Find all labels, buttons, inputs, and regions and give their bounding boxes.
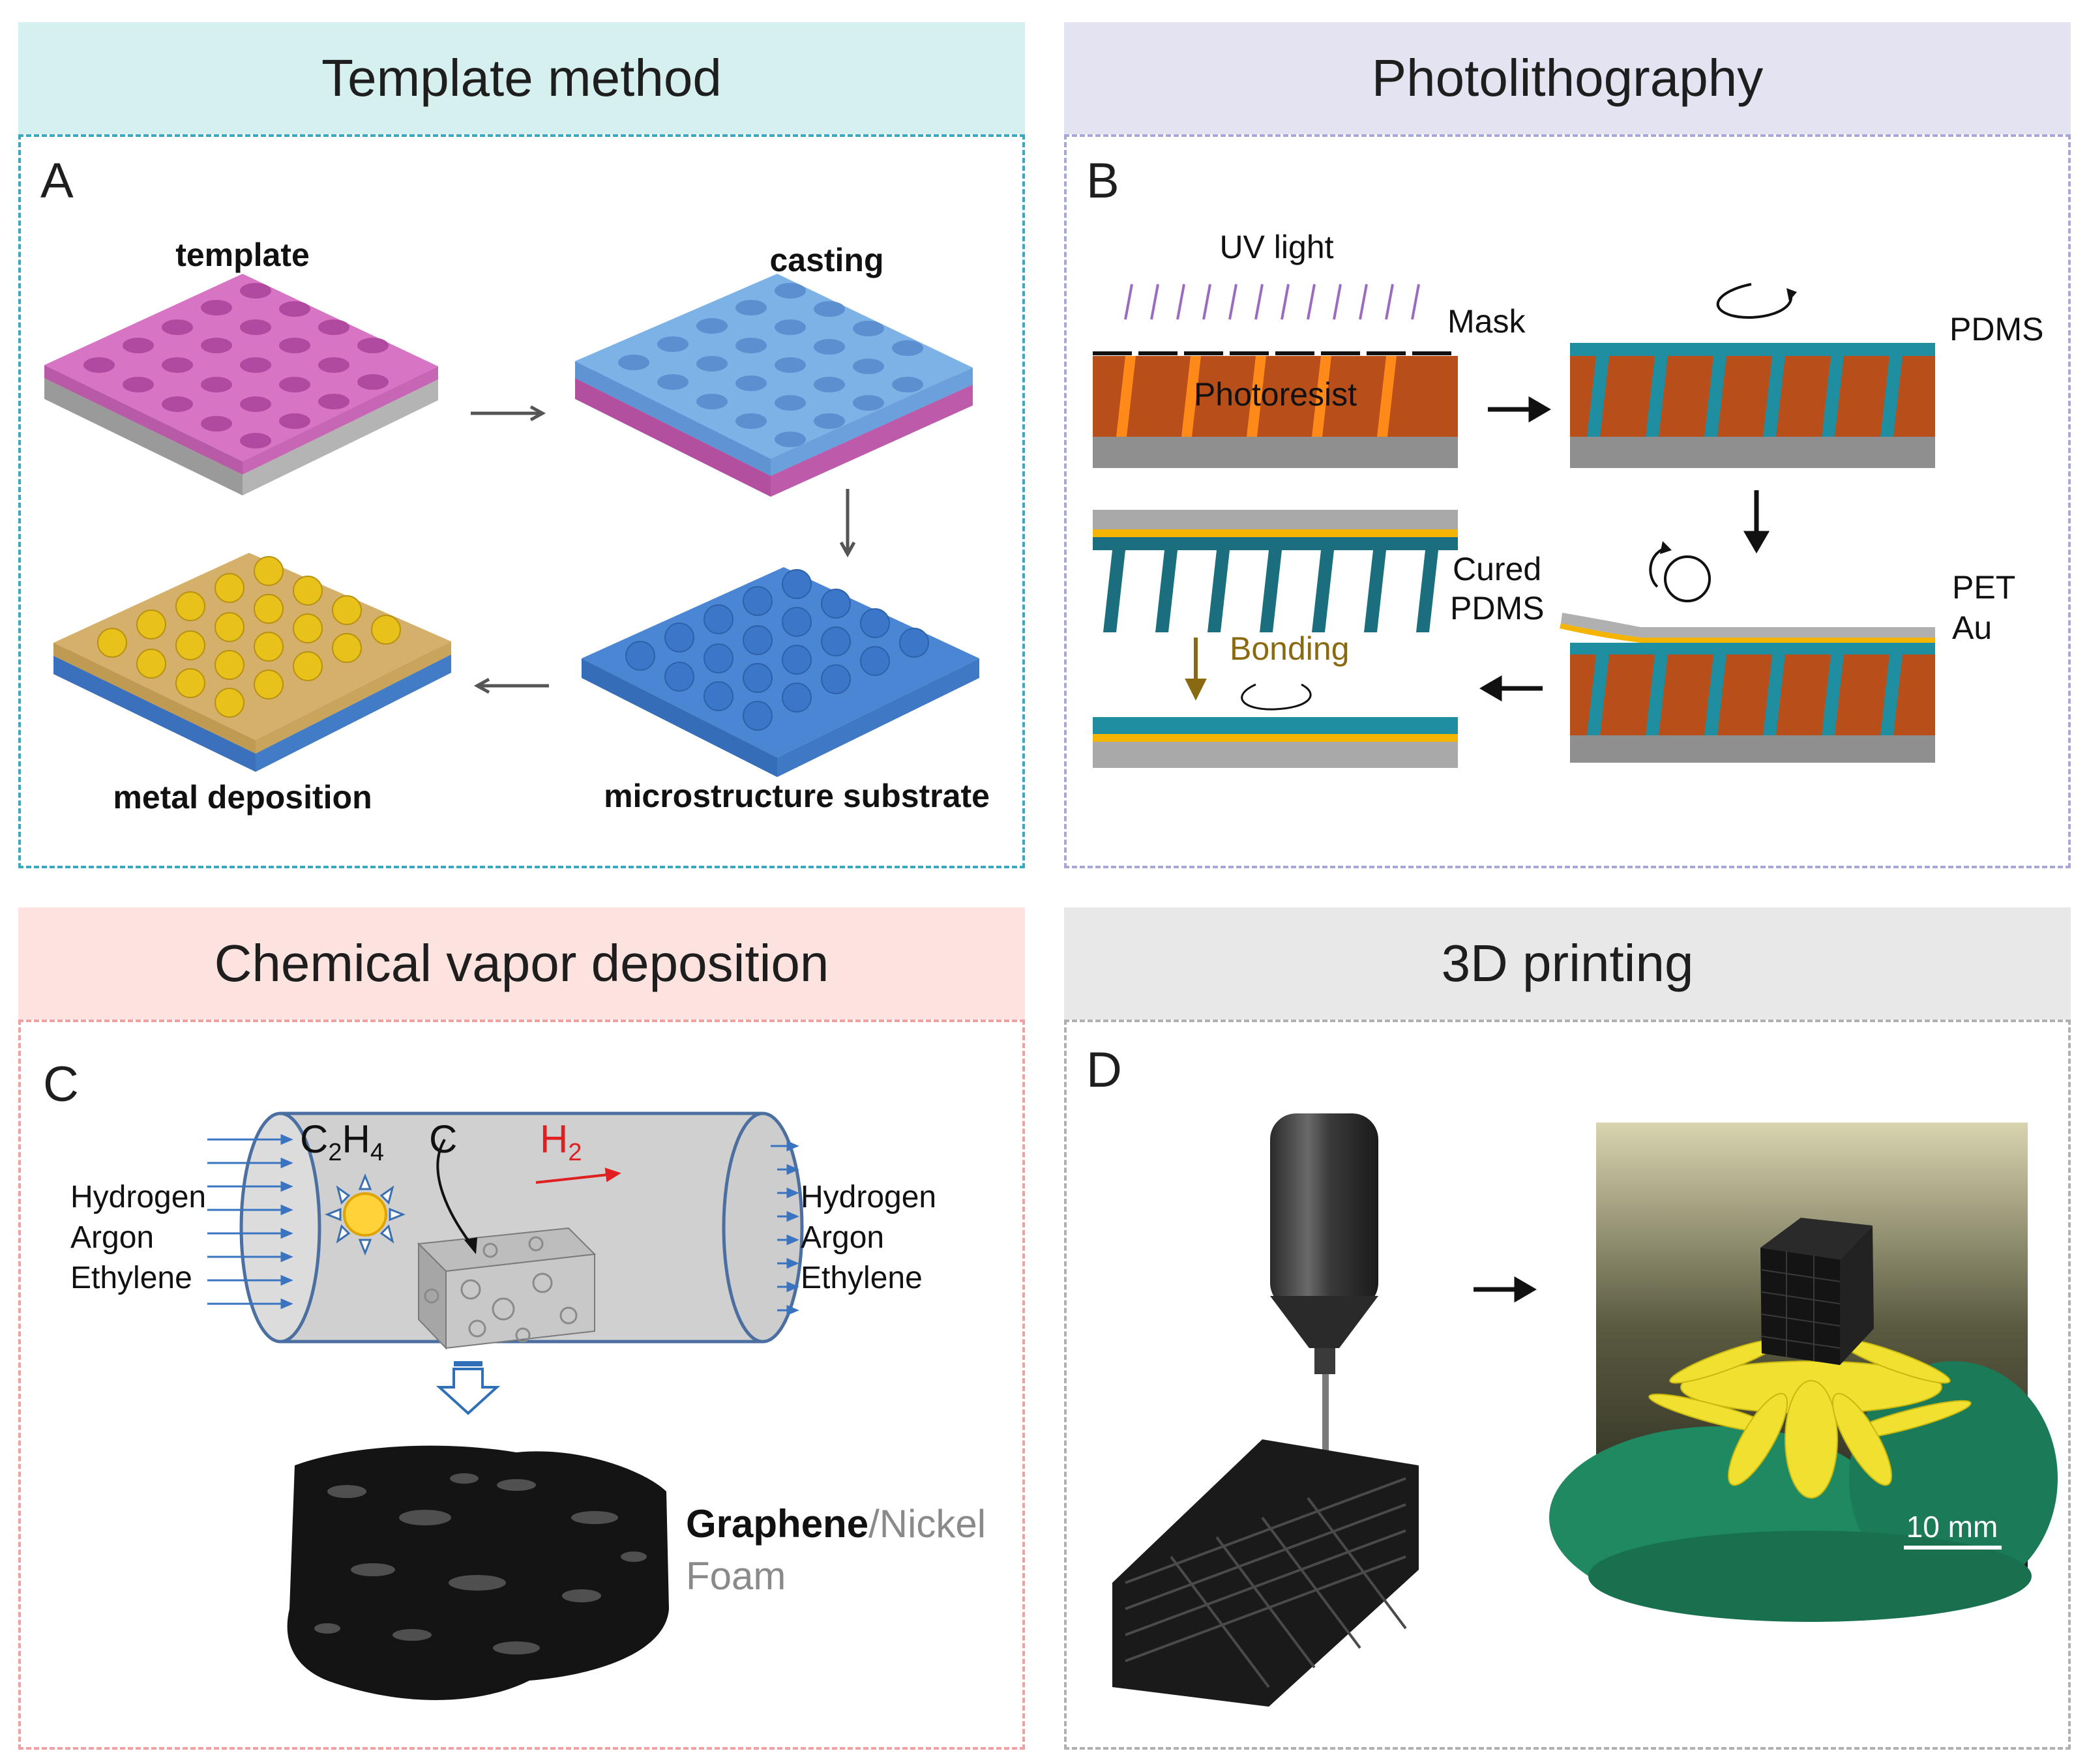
- gas-in-hydrogen: Hydrogen: [70, 1180, 206, 1214]
- panel-d-title: 3D printing: [1441, 934, 1694, 992]
- label-au: Au: [1952, 610, 1992, 646]
- bonding-substrate: [1093, 717, 1458, 768]
- bonding-arrow-icon: [1185, 638, 1207, 701]
- panel-b: B: [1064, 134, 2071, 868]
- arrow-right-icon: [1488, 396, 1551, 423]
- label-photoresist: Photoresist: [1194, 376, 1357, 413]
- panel-c-header: Chemical vapor deposition: [18, 907, 1025, 1020]
- label-microstructure-substrate: microstructure substrate: [604, 778, 990, 814]
- panel-d: D: [1064, 1020, 2071, 1750]
- panel-b-header: Photolithography: [1064, 22, 2071, 134]
- label-graphene-nickel: Graphene/Nickel: [686, 1502, 986, 1546]
- label-metal-deposition: metal deposition: [113, 779, 372, 816]
- 3d-printing-diagram: 10 mm: [1112, 1113, 2058, 1707]
- panel-c: C: [18, 1020, 1025, 1750]
- label-cured: Cured: [1453, 551, 1541, 587]
- label-uv-light: UV light: [1219, 229, 1333, 265]
- panel-c-title: Chemical vapor deposition: [214, 934, 829, 992]
- label-ethylene-formula: C2H4: [300, 1117, 384, 1166]
- panel-a: A: [18, 134, 1025, 868]
- hydrogen-flow-arrow-icon: [535, 1168, 621, 1184]
- pdms-mold: [1570, 343, 1935, 468]
- cvd-diagram: Hydrogen Argon Ethylene Hydrogen Argon E…: [70, 1111, 986, 1700]
- rotate-icon: [1716, 283, 1793, 319]
- pet-au-film: [1560, 613, 1935, 763]
- gas-out-argon: Argon: [801, 1220, 884, 1255]
- carbon-arrowhead-icon: [464, 1237, 477, 1254]
- arrow-right-icon: [471, 405, 546, 422]
- arrow-down-icon: [839, 489, 856, 558]
- panel-a-header: Template method: [18, 22, 1025, 134]
- sun-icon: [324, 1173, 406, 1256]
- panel-a-title: Template method: [321, 49, 722, 107]
- gas-out-hydrogen: Hydrogen: [801, 1180, 936, 1214]
- label-pet: PET: [1952, 569, 2015, 606]
- down-arrow-icon: [436, 1361, 501, 1415]
- scale-bar-label: 10 mm: [1906, 1510, 1998, 1544]
- label-template: template: [175, 237, 310, 273]
- label-foam: Foam: [686, 1554, 786, 1598]
- label-mask: Mask: [1447, 303, 1526, 340]
- gas-in-ethylene: Ethylene: [70, 1261, 192, 1295]
- bonding-rotate-icon: [1241, 683, 1312, 711]
- nickel-foam: [417, 1227, 597, 1350]
- template-block: [44, 274, 438, 495]
- uv-light-arrows: [1124, 284, 1420, 320]
- panel-d-letter: D: [1086, 1042, 1122, 1098]
- label-cured-pdms: PDMS: [1450, 590, 1544, 626]
- carbon-deposition-arrow-icon: [436, 1138, 472, 1245]
- label-pdms: PDMS: [1949, 311, 2043, 347]
- graphene-foam: [287, 1445, 669, 1700]
- photoresist-block: [1093, 356, 1458, 468]
- arrow-right-icon: [1474, 1276, 1537, 1303]
- panel-b-title: Photolithography: [1371, 49, 1764, 107]
- outlet-gas-arrows: [771, 1140, 799, 1316]
- arrow-left-icon: [1479, 675, 1543, 702]
- arrow-left-icon: [473, 677, 549, 694]
- label-bonding: Bonding: [1230, 630, 1350, 667]
- rotate-arrowhead-icon: [1786, 288, 1797, 301]
- cured-pdms-stamp: [1093, 510, 1458, 632]
- gas-in-argon: Argon: [70, 1220, 154, 1255]
- arrow-down-icon: [1743, 490, 1770, 553]
- label-carbon: C: [429, 1117, 457, 1161]
- roll-arrowhead-icon: [1660, 541, 1672, 554]
- panel-a-letter: A: [40, 153, 74, 209]
- casting-block: [575, 274, 973, 497]
- metal-deposition-block: [53, 553, 451, 772]
- label-casting: casting: [769, 242, 883, 278]
- printed-cube-photo: 10 mm: [1549, 1123, 2058, 1622]
- inlet-gas-arrows: [207, 1134, 293, 1310]
- panel-c-letter: C: [43, 1057, 79, 1112]
- roller-icon: [1664, 555, 1711, 602]
- panel-d-header: 3D printing: [1064, 907, 2071, 1020]
- microstructure-substrate-block: [582, 567, 979, 777]
- gas-out-ethylene: Ethylene: [801, 1261, 923, 1295]
- label-h2: H2: [540, 1117, 582, 1166]
- template-method-diagram: template casting metal deposition micros…: [44, 237, 990, 816]
- photolithography-diagram: UV light Mask Photoresist PDMS Cured PDM…: [1093, 229, 2043, 768]
- panel-b-letter: B: [1086, 153, 1119, 209]
- printed-lattice: [1112, 1439, 1419, 1707]
